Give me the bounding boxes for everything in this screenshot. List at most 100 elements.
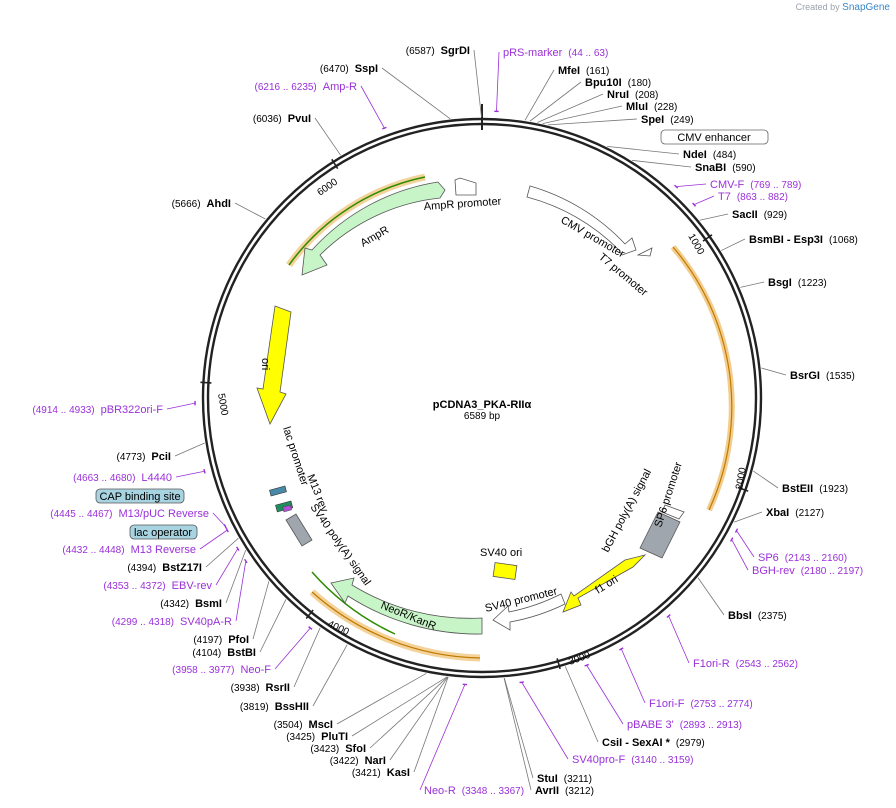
tick-label: 5000 — [215, 393, 230, 417]
enzyme-site[interactable]: (4342)BsmI — [160, 598, 222, 610]
enzyme-site[interactable]: BbsI(2375) — [728, 610, 787, 622]
primer-site[interactable]: F1ori-R(2543 .. 2562) — [693, 658, 798, 670]
enzyme-site[interactable]: (4773)PciI — [117, 451, 171, 463]
enzyme-leader — [753, 470, 779, 489]
primer-site[interactable]: T7(863 .. 882) — [718, 191, 788, 203]
primer-site[interactable]: (6216 .. 6235)Amp-R — [255, 81, 358, 93]
enzyme-leader — [564, 666, 599, 743]
enzyme-site[interactable]: SpeI(249) — [641, 114, 694, 126]
cap-binding-site-box[interactable]: CAP binding site — [95, 488, 185, 504]
cmv-enhancer-label: CMV enhancer — [677, 132, 751, 144]
primer-marks — [166, 51, 755, 791]
t7-promoter-feature[interactable] — [636, 247, 653, 257]
ampr-feature[interactable] — [301, 181, 446, 276]
primer-site[interactable]: pBABE 3'(2893 .. 2913) — [627, 719, 742, 731]
lac-operator-box[interactable]: lac operator — [129, 524, 198, 540]
sv40-ori-feature[interactable] — [492, 562, 518, 580]
enzyme-site[interactable]: (5666)AhdI — [172, 198, 231, 210]
primer-site[interactable]: (4353 .. 4372)EBV-rev — [103, 580, 212, 592]
primer-site[interactable]: SV40pro-F(3140 .. 3159) — [572, 754, 693, 766]
site-labels: (6587)SgrDI (6470)SspI (6036)PvuI (5666)Ahd… — [32, 45, 863, 797]
enzyme-site[interactable]: (3819)BssHII — [240, 701, 309, 713]
sv40-polya-feature[interactable] — [285, 513, 313, 547]
f1-ori-feature[interactable] — [562, 554, 647, 613]
cap-site-feature[interactable] — [269, 485, 287, 497]
enzyme-site[interactable]: (6470)SspI — [320, 63, 378, 75]
enzyme-leader — [312, 644, 348, 707]
primer-mark — [619, 647, 624, 651]
enzyme-leader — [314, 117, 341, 156]
enzyme-leader — [225, 549, 247, 604]
primer-site[interactable]: SP6(2143 .. 2160) — [758, 552, 847, 564]
enzyme-site[interactable]: (6036)PvuI — [253, 113, 311, 125]
enzyme-site[interactable]: Bpu10I(180) — [585, 77, 651, 89]
cmv-enhancer-box[interactable]: CMV enhancer — [660, 129, 769, 145]
enzyme-site[interactable]: (3938)RsrII — [231, 682, 290, 694]
enzyme-site[interactable]: StuI(3211) — [537, 773, 592, 785]
enzyme-site[interactable]: AvrII(3212) — [535, 785, 594, 797]
primer-leader — [676, 183, 707, 188]
insert-orf-line — [672, 246, 733, 511]
tick-mark — [556, 658, 561, 670]
primer-leader — [620, 648, 646, 704]
enzyme-site[interactable]: (3421)KasI — [352, 767, 410, 779]
enzyme-site[interactable]: BsgI(1223) — [768, 277, 827, 289]
enzyme-site[interactable]: MfeI(161) — [558, 65, 609, 77]
primer-site[interactable]: CMV-F(769 .. 789) — [710, 179, 801, 191]
enzyme-site[interactable]: (4197)PfoI — [193, 634, 249, 646]
sp6-promoter-feature[interactable] — [661, 504, 685, 520]
enzyme-site[interactable]: BsrGI(1535) — [790, 370, 855, 382]
enzyme-site[interactable]: (3425)PluTI — [286, 731, 348, 743]
enzyme-site[interactable]: MluI(228) — [626, 101, 677, 113]
primer-site[interactable]: (4663 .. 4680)L4440 — [73, 472, 172, 484]
enzyme-site[interactable]: (3504)MscI — [274, 719, 333, 731]
ori-feature[interactable] — [256, 305, 292, 425]
enzyme-site[interactable]: BstEII(1923) — [782, 483, 848, 495]
enzyme-leader — [503, 677, 534, 779]
primer-leader — [199, 529, 228, 550]
primer-site[interactable]: (3958 .. 3977)Neo-F — [172, 664, 271, 676]
leader-lines — [174, 49, 787, 791]
bgh-polya-feature[interactable] — [639, 511, 681, 559]
enzyme-leader — [234, 202, 266, 220]
primer-site[interactable]: (4299 .. 4318)SV40pA-R — [112, 616, 232, 628]
enzyme-site[interactable]: SnaBI(590) — [695, 162, 756, 174]
enzyme-site[interactable]: (4104)BstBI — [192, 647, 256, 659]
enzyme-site[interactable]: (4394)BstZ17I — [127, 562, 202, 574]
primer-site[interactable]: (4445 .. 4467)M13/pUC Reverse — [50, 508, 209, 520]
enzyme-site[interactable]: NdeI(484) — [683, 149, 736, 161]
enzyme-site[interactable]: CsiI - SexAI *(2979) — [602, 737, 705, 749]
sv40-promoter-feature[interactable] — [492, 593, 566, 631]
enzyme-site[interactable]: (3423)SfoI — [310, 743, 366, 755]
primer-leader — [360, 85, 385, 129]
primer-site[interactable]: (4432 .. 4448)M13 Reverse — [62, 544, 196, 556]
primer-leader — [736, 530, 755, 558]
enzyme-leader — [733, 511, 763, 523]
primer-site[interactable]: F1ori-F(2753 .. 2774) — [649, 698, 753, 710]
primer-leader — [731, 539, 749, 571]
primer-leader — [668, 615, 690, 664]
ampr-orf-line — [288, 176, 426, 266]
enzyme-site[interactable]: (3422)NarI — [330, 755, 386, 767]
primer-site[interactable]: (4914 .. 4933)pBR322ori-F — [32, 404, 163, 416]
primer-site[interactable]: Neo-R(3348 .. 3367) — [424, 785, 524, 797]
m13-rev-feature[interactable] — [282, 504, 292, 513]
ampr-promoter-feature[interactable] — [454, 177, 477, 196]
primer-mark — [203, 468, 206, 474]
cap-binding-site-label: CAP binding site — [99, 491, 180, 503]
snapgene-logo: SnapGene — [842, 2, 890, 13]
enzyme-site[interactable]: (6587)SgrDI — [406, 45, 470, 57]
enzyme-site[interactable]: BsmBI - Esp3I(1068) — [749, 234, 858, 246]
enzyme-site[interactable]: NruI(208) — [607, 89, 658, 101]
enzyme-site[interactable]: SacII(929) — [732, 209, 787, 221]
cmv-promoter-feature[interactable] — [526, 185, 637, 256]
neor-feature[interactable] — [330, 577, 483, 635]
primer-site[interactable]: pRS-marker(44 .. 63) — [503, 47, 608, 59]
primer-mark — [223, 523, 227, 529]
enzyme-site[interactable]: XbaI(2127) — [766, 507, 824, 519]
primer-site[interactable]: BGH-rev(2180 .. 2197) — [752, 565, 863, 577]
enzyme-leader — [413, 676, 449, 773]
ampr-label: AmpR — [359, 224, 392, 250]
primer-mark — [225, 527, 229, 533]
